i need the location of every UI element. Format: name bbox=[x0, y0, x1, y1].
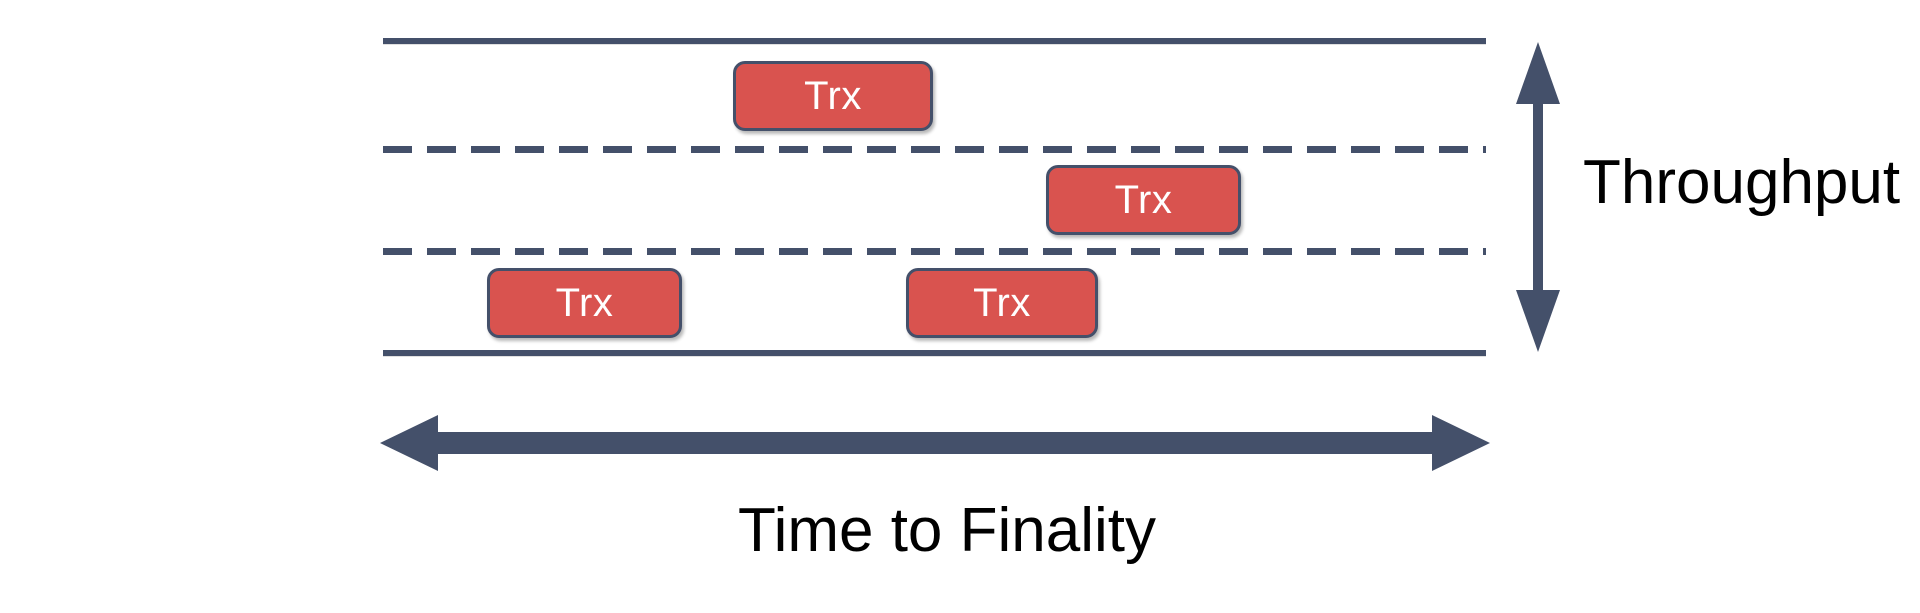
double-headed-horizontal-arrow-icon bbox=[380, 415, 1490, 471]
road-bottom-boundary-line bbox=[383, 350, 1486, 356]
transaction-box[interactable]: Trx bbox=[733, 61, 933, 131]
throughput-axis-label: Throughput bbox=[1583, 148, 1901, 217]
road-top-boundary-line bbox=[383, 38, 1486, 44]
transaction-box[interactable]: Trx bbox=[1046, 165, 1241, 235]
double-headed-vertical-arrow-icon bbox=[1516, 42, 1560, 352]
transaction-box[interactable]: Trx bbox=[906, 268, 1098, 338]
time-to-finality-axis-label: Time to Finality bbox=[738, 496, 1157, 565]
transaction-box[interactable]: Trx bbox=[487, 268, 682, 338]
lane-divider-line-2 bbox=[383, 248, 1486, 255]
lane-divider-line-1 bbox=[383, 146, 1486, 153]
